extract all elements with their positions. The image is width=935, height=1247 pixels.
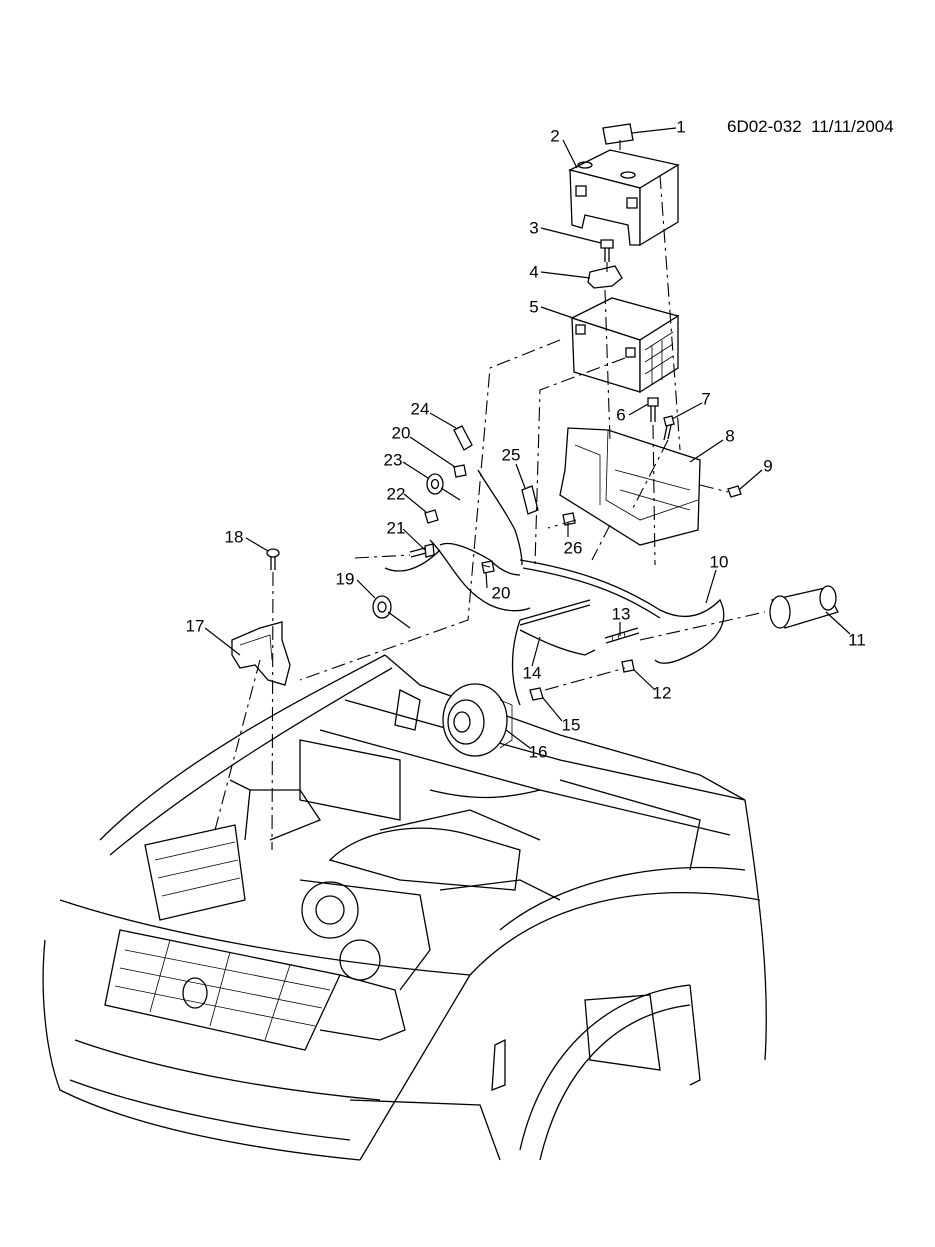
callout-24: 24 (410, 399, 430, 419)
callout-12: 12 (652, 683, 672, 703)
part-2-battery (568, 149, 680, 247)
part-5-battery-insulator (570, 297, 680, 394)
callout-25: 25 (501, 445, 521, 465)
callout-14: 14 (522, 663, 542, 683)
part-10-battery-cable-harness (519, 559, 725, 664)
callout-3: 3 (529, 218, 539, 238)
part-8-battery-tray (559, 427, 701, 546)
callout-20-upper: 20 (391, 423, 411, 443)
callout-21: 21 (386, 518, 406, 538)
callout-8: 8 (725, 426, 735, 446)
callout-18: 18 (224, 527, 244, 547)
part-20-nut-upper (453, 464, 467, 478)
battery-negative-cable (384, 469, 531, 612)
vehicle-front-end (42, 654, 767, 1161)
part-19-grommet (372, 595, 411, 629)
alignment-lines (214, 140, 766, 851)
part-3-bolt (600, 239, 614, 262)
part-7-bolt (663, 415, 675, 441)
callout-19: 19 (335, 569, 355, 589)
part-4-battery-hold-down (587, 265, 623, 289)
part-9-clip (727, 485, 742, 498)
callout-5: 5 (529, 297, 539, 317)
part-12-nut (621, 659, 635, 673)
callout-13: 13 (611, 604, 631, 624)
part-17-bracket (231, 621, 291, 686)
callout-16: 16 (528, 742, 548, 762)
callout-1: 1 (676, 117, 686, 137)
part-16-generator (442, 683, 513, 757)
diagram-header: 6D02-032 11/11/2004 (727, 117, 894, 137)
callout-17: 17 (185, 616, 205, 636)
diagram-code: 6D02-032 (727, 117, 802, 136)
part-18-bolt (266, 548, 280, 570)
callout-9: 9 (763, 456, 773, 476)
leader-lines (204, 127, 851, 749)
callout-26: 26 (563, 538, 583, 558)
part-24-terminal (453, 425, 473, 451)
part-14-generator-cable (511, 599, 596, 706)
part-15-nut (529, 687, 544, 701)
part-21-bolt (409, 543, 435, 558)
part-23-grommet (426, 473, 461, 501)
callout-23: 23 (383, 450, 403, 470)
part-6-bolt (647, 397, 659, 422)
callout-22: 22 (386, 484, 406, 504)
callout-20-lower: 20 (491, 583, 511, 603)
part-1-label-decal (602, 123, 634, 145)
part-22-clip (424, 509, 439, 524)
callout-10: 10 (709, 552, 729, 572)
part-25-terminal-boot (521, 485, 539, 515)
part-13-stud (604, 627, 640, 644)
part-26-nut (562, 512, 576, 526)
callout-15: 15 (561, 715, 581, 735)
callout-2: 2 (550, 126, 560, 146)
callout-11: 11 (848, 630, 866, 650)
callout-6: 6 (616, 405, 626, 425)
diagram-date: 11/11/2004 (811, 117, 894, 136)
callout-4: 4 (529, 262, 539, 282)
part-11-starter-motor (769, 585, 839, 629)
callout-7: 7 (701, 389, 711, 409)
